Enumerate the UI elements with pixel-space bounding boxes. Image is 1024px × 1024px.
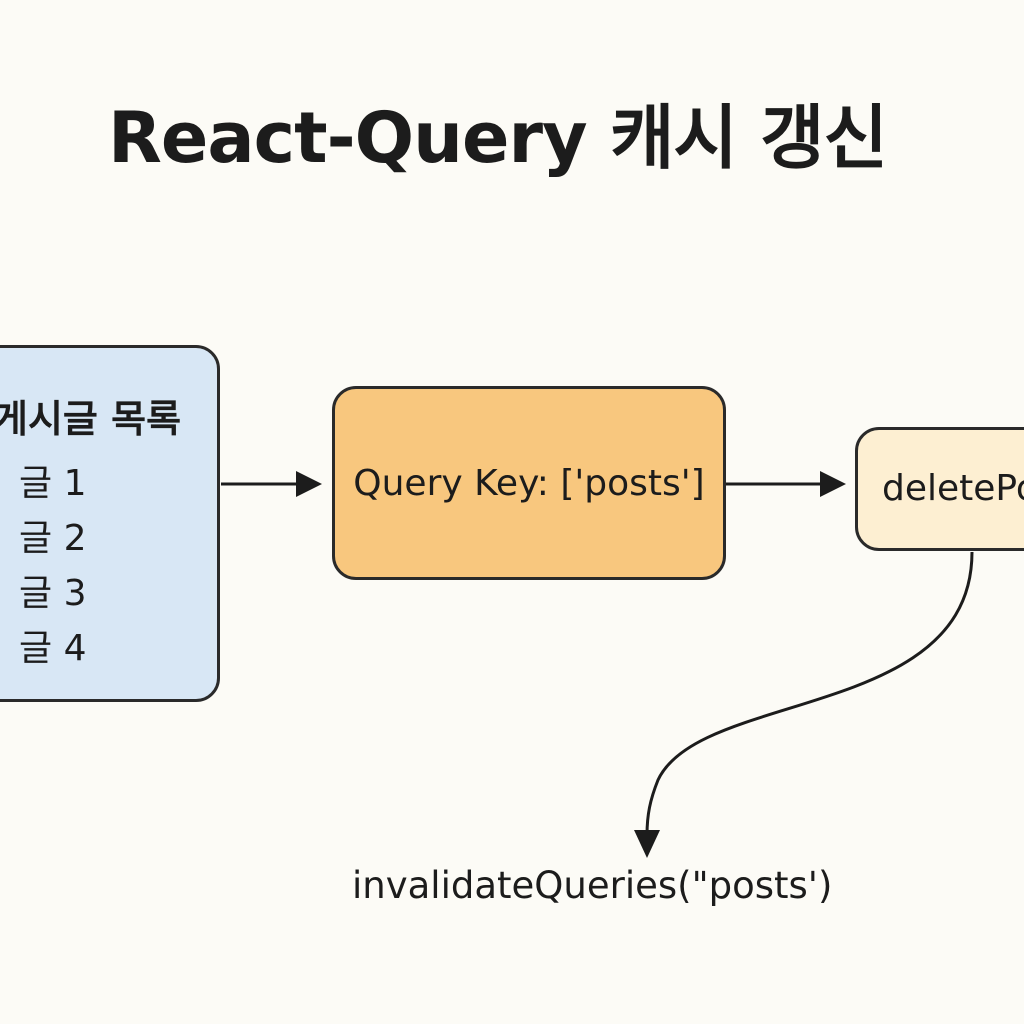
invalidate-queries-label: invalidateQueries("posts') bbox=[352, 864, 833, 907]
delete-post-label: deletePost bbox=[882, 468, 1024, 509]
arrow-head-invalidate bbox=[634, 830, 660, 858]
list-item: 글 1 bbox=[19, 463, 87, 504]
list-item: 글 3 bbox=[19, 573, 87, 614]
post-list: 글 1 글 2 글 3 글 4 bbox=[19, 456, 86, 676]
list-item: 글 4 bbox=[19, 628, 87, 669]
list-item: 글 2 bbox=[19, 518, 87, 559]
post-list-box: 게시글 목록 글 1 글 2 글 3 글 4 bbox=[0, 345, 220, 702]
arrow-delete-to-invalidate bbox=[645, 551, 974, 836]
query-key-label: Query Key: ['posts'] bbox=[353, 462, 705, 504]
diagram-title: React-Query 캐시 갱신 bbox=[108, 97, 888, 179]
arrow-head-delete bbox=[820, 471, 846, 497]
query-key-box: Query Key: ['posts'] bbox=[332, 386, 726, 580]
arrow-head-query-key bbox=[296, 471, 322, 497]
delete-post-box: deletePost bbox=[855, 427, 1024, 551]
post-list-title: 게시글 목록 bbox=[0, 397, 182, 441]
